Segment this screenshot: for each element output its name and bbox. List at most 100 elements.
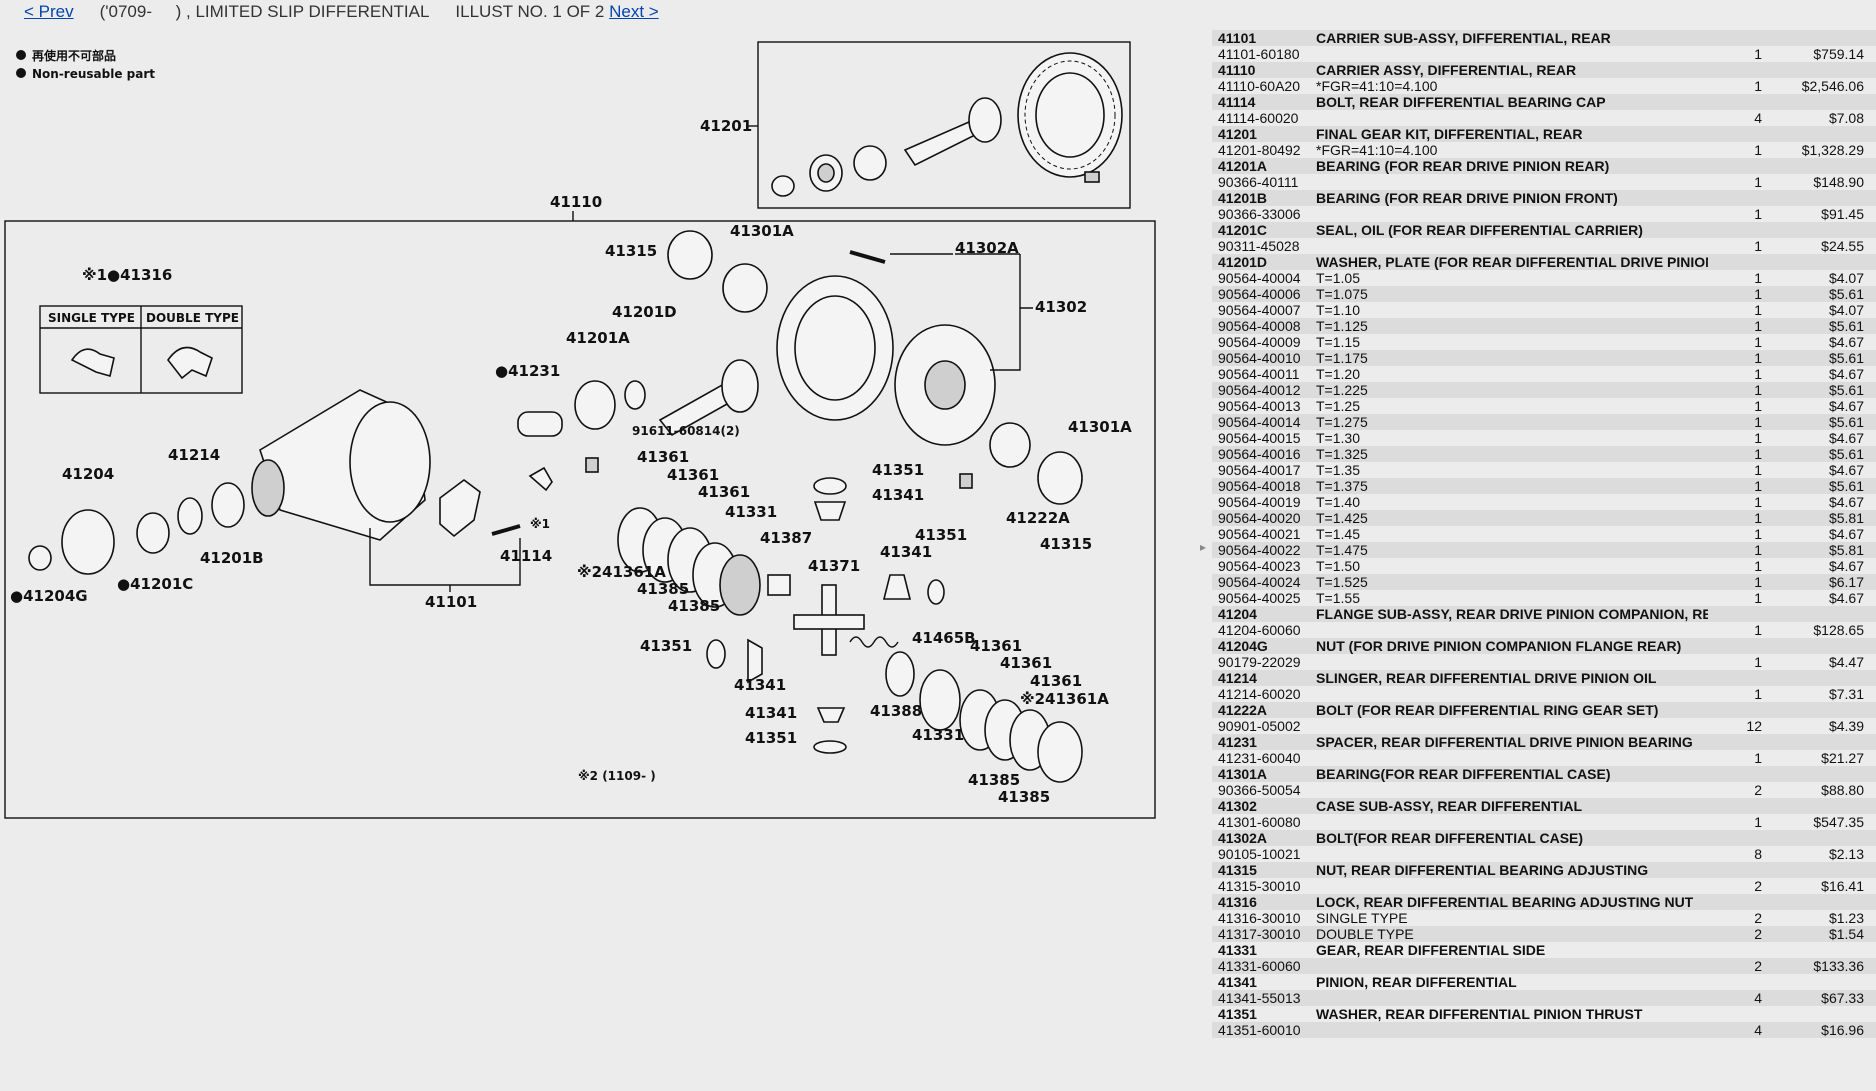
part-number[interactable]: 90564-40016: [1218, 446, 1301, 462]
ref-number: 41302: [1218, 798, 1257, 814]
part-number[interactable]: 41315-30010: [1218, 878, 1301, 894]
part-number[interactable]: 90366-50054: [1218, 782, 1301, 798]
part-number[interactable]: 90564-40019: [1218, 494, 1301, 510]
callout-41315-b: 41315: [1040, 535, 1092, 553]
part-number[interactable]: 41317-30010: [1218, 926, 1301, 942]
part-number[interactable]: 90179-22029: [1218, 654, 1301, 670]
part-price: $4.67: [1828, 558, 1864, 574]
part-number[interactable]: 90366-33006: [1218, 206, 1301, 222]
part-number[interactable]: 41110-60A20: [1218, 78, 1300, 94]
pinion-gear-icon: [882, 574, 912, 600]
part-number[interactable]: 90564-40022: [1218, 542, 1301, 558]
part-number[interactable]: 90564-40025: [1218, 590, 1301, 606]
part-number[interactable]: 90564-40015: [1218, 430, 1301, 446]
part-number[interactable]: 90366-40111: [1218, 174, 1299, 190]
part-price: $1.54: [1828, 926, 1864, 942]
part-price: $1,328.29: [1801, 142, 1864, 158]
part-number[interactable]: 90564-40023: [1218, 558, 1301, 574]
part-number[interactable]: 90564-40024: [1218, 574, 1301, 590]
part-number[interactable]: 41101-60180: [1218, 46, 1300, 62]
part-number[interactable]: 41301-60080: [1218, 814, 1301, 830]
part-price: $6.17: [1828, 574, 1864, 590]
part-number[interactable]: 90564-40009: [1218, 334, 1301, 350]
part-number[interactable]: 90564-40004: [1218, 270, 1301, 286]
part-qty: 1: [1754, 398, 1762, 414]
part-number[interactable]: 41114-60020: [1218, 110, 1299, 126]
part-number[interactable]: 41214-60020: [1218, 686, 1301, 702]
part-price: $133.36: [1813, 958, 1864, 974]
part-number[interactable]: 90564-40021: [1218, 526, 1301, 542]
part-number[interactable]: 90901-05002: [1218, 718, 1301, 734]
prev-link[interactable]: < Prev: [24, 2, 74, 21]
part-number[interactable]: 90564-40014: [1218, 414, 1301, 430]
part-number[interactable]: 90564-40007: [1218, 302, 1301, 318]
part-spec: T=1.30: [1316, 430, 1360, 446]
splitter-handle[interactable]: ▸: [1200, 540, 1207, 554]
part-qty: 1: [1754, 654, 1762, 670]
part-number[interactable]: 90564-40013: [1218, 398, 1301, 414]
part-number[interactable]: 41204-60060: [1218, 622, 1301, 638]
part-number[interactable]: 41316-30010: [1218, 910, 1301, 926]
part-number[interactable]: 90564-40006: [1218, 286, 1301, 302]
part-number[interactable]: 41231-60040: [1218, 750, 1301, 766]
part-number[interactable]: 41201-80492: [1218, 142, 1301, 158]
part-number[interactable]: 90564-40020: [1218, 510, 1301, 526]
part-number[interactable]: 41341-55013: [1218, 990, 1301, 1006]
part-number[interactable]: 90105-10021: [1218, 846, 1301, 862]
part-qty: 1: [1754, 334, 1762, 350]
part-number[interactable]: 90564-40008: [1218, 318, 1301, 334]
next-link[interactable]: Next >: [609, 2, 659, 21]
part-number[interactable]: 41331-60060: [1218, 958, 1301, 974]
part-number[interactable]: 90564-40010: [1218, 350, 1301, 366]
part-number[interactable]: 90564-40018: [1218, 478, 1301, 494]
part-spec: T=1.325: [1316, 446, 1368, 462]
part-number[interactable]: 90564-40017: [1218, 462, 1301, 478]
part-number[interactable]: 90564-40011: [1218, 366, 1300, 382]
part-number[interactable]: 41351-60010: [1218, 1022, 1301, 1038]
part-number[interactable]: 90564-40012: [1218, 382, 1301, 398]
part-number[interactable]: 90311-45028: [1218, 238, 1300, 254]
